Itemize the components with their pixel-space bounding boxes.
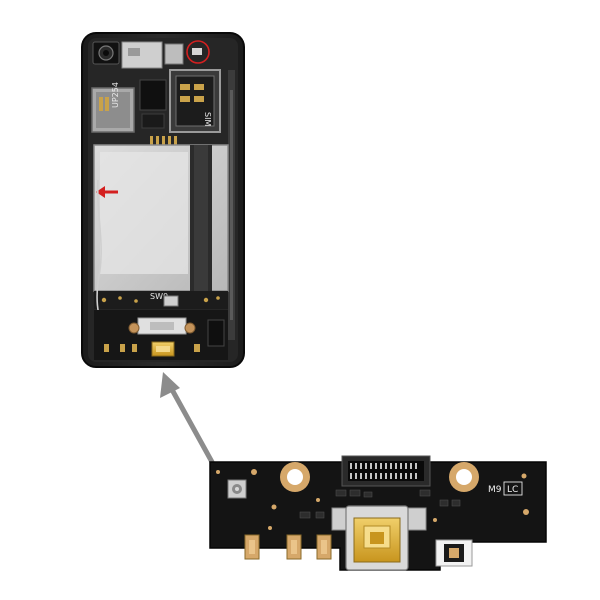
- switch-label: SW0: [150, 292, 168, 301]
- microphone: [435, 539, 473, 567]
- board-variant-box: [503, 481, 523, 496]
- mounting-hole-right: [449, 462, 479, 492]
- svg-text:SIM: SIM: [203, 112, 212, 126]
- usb-port: [331, 505, 427, 571]
- pointer-arrow: [160, 372, 215, 465]
- processor-chip: [139, 79, 167, 111]
- charging-port-board: M9 LC: [209, 455, 547, 571]
- phone-interior: SIM UP254: [81, 32, 245, 368]
- b2b-connector: [341, 455, 431, 487]
- test-pads: [244, 534, 332, 560]
- antenna-connector: [227, 479, 247, 499]
- chip-label: UP254: [111, 82, 120, 108]
- board-model-label: M9: [488, 485, 502, 495]
- lower-board: [94, 291, 228, 309]
- mounting-hole-left: [280, 462, 310, 492]
- callout-circle: [186, 40, 210, 64]
- board-variant-label: LC: [507, 485, 518, 495]
- red-arrow: [96, 186, 118, 198]
